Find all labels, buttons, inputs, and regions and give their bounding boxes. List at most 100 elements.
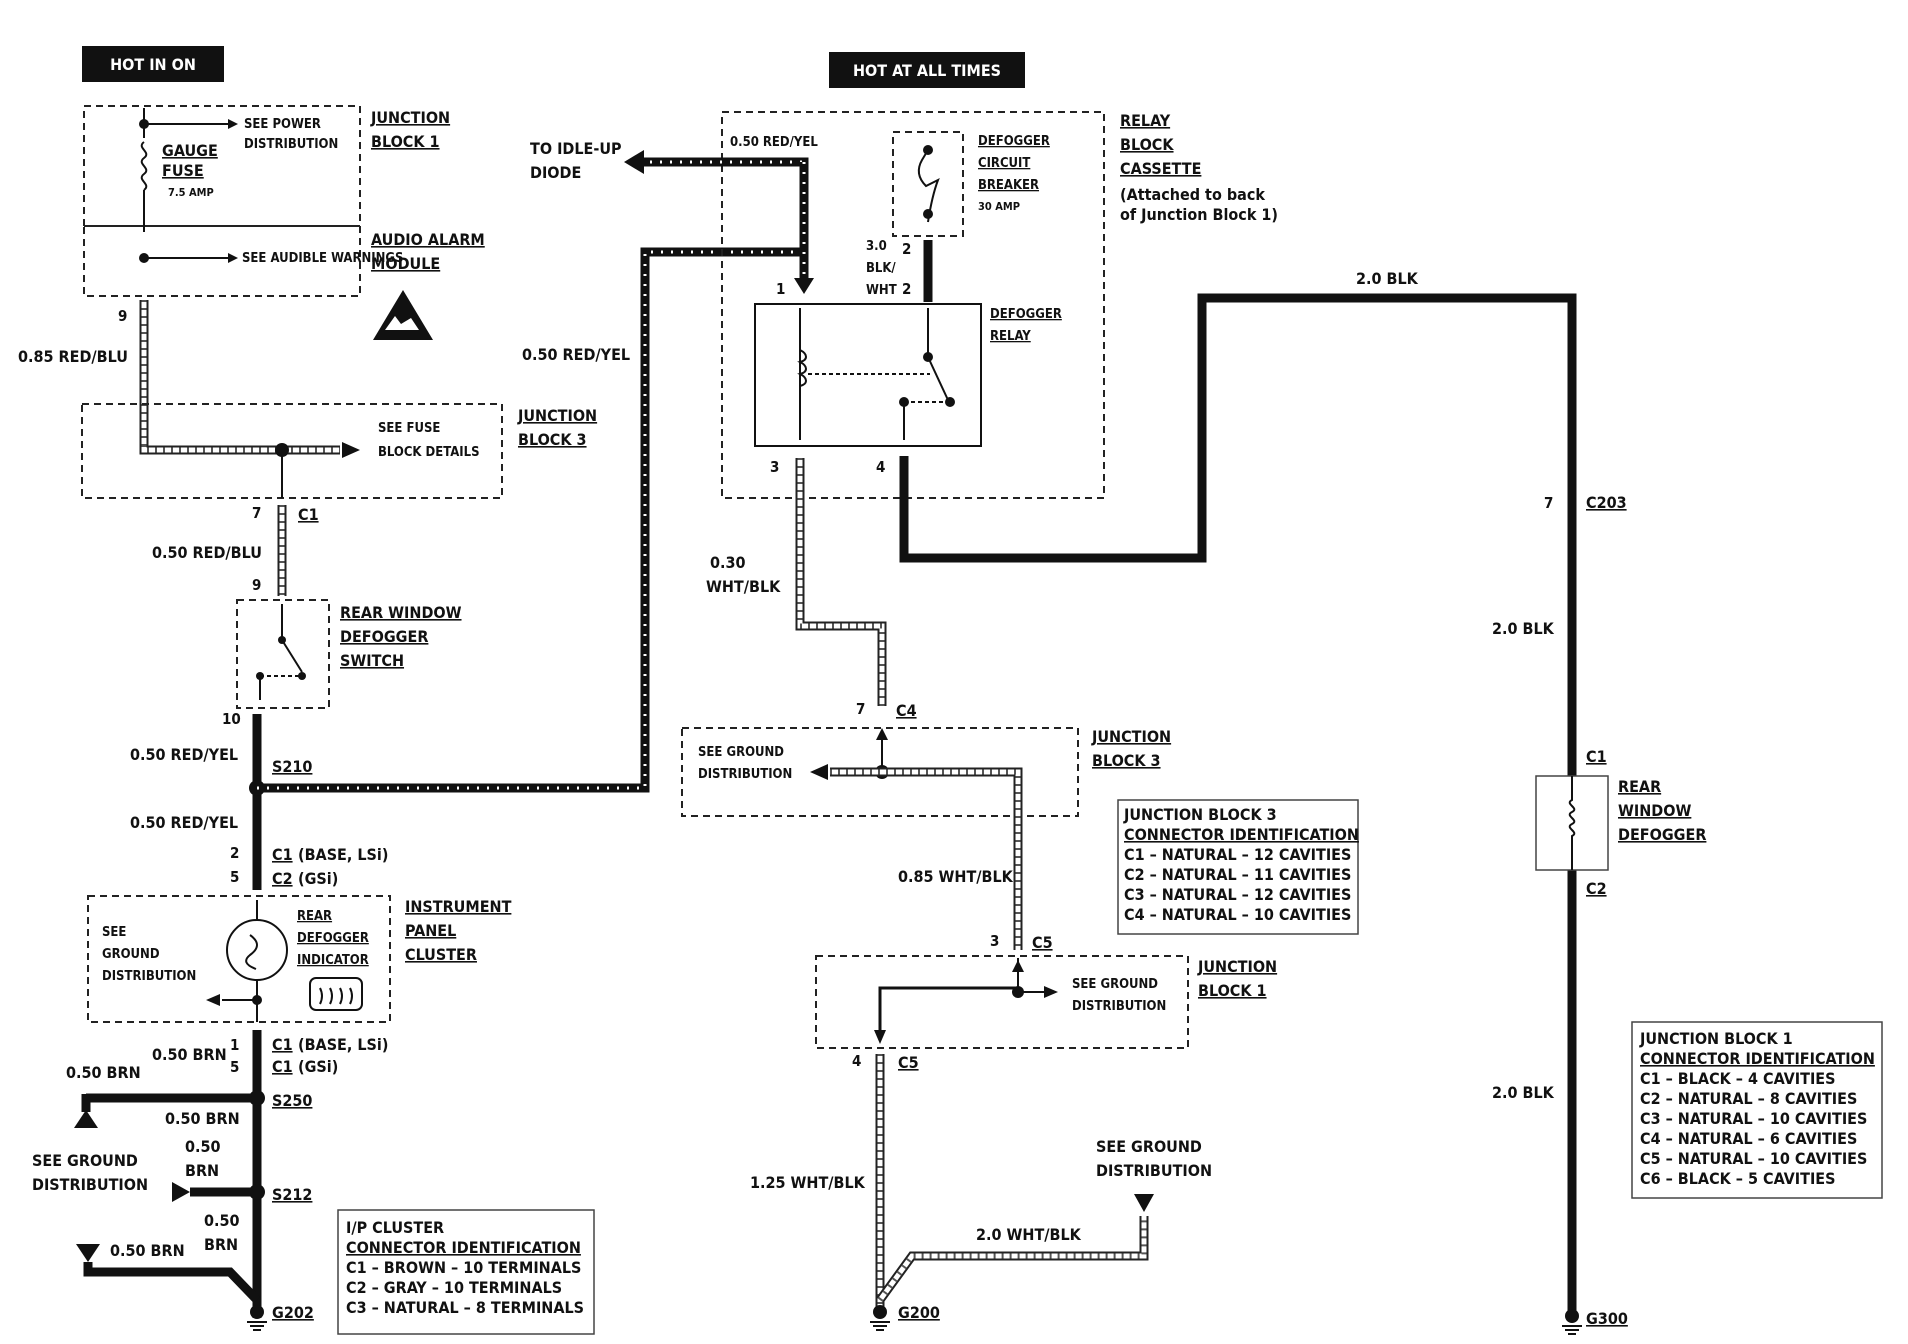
rear-window-defogger-element-icon	[1568, 776, 1576, 870]
relay-block-cassette-1: RELAY	[1120, 111, 1171, 130]
ground-arrow-g202-icon	[76, 1244, 100, 1262]
junction-block-1-top-label-1: JUNCTION	[370, 108, 450, 127]
wire-050-red-yel-run	[257, 247, 809, 793]
see-ground-bottom-2: DISTRIBUTION	[1096, 1161, 1212, 1180]
connector-c1-ipc-bottom: C1	[272, 1035, 293, 1054]
esd-sensitive-icon	[373, 290, 433, 340]
connector-c2-ipc: C2	[272, 869, 293, 888]
connector-c1-ipc-gsi: C1	[272, 1057, 293, 1076]
splice-label-s212: S212	[272, 1185, 312, 1204]
see-audible-warnings: SEE AUDIBLE WARNINGS	[242, 251, 403, 266]
connector-c5-top: C5	[1032, 933, 1053, 952]
pin-9-top: 9	[118, 307, 127, 325]
junction-block-3-mid-2: BLOCK 3	[1092, 751, 1161, 770]
defogger-switch-label-3: SWITCH	[340, 651, 404, 670]
jb3-id-row-1: C1 – NATURAL – 12 CAVITIES	[1124, 845, 1351, 864]
jb1-id-row-2: C2 – NATURAL – 8 CAVITIES	[1640, 1089, 1857, 1108]
wire-label-20-blk-low: 2.0 BLK	[1492, 1083, 1555, 1102]
ground-arrow-s212-icon	[172, 1182, 190, 1202]
pin-7-c203: 7	[1544, 494, 1553, 512]
wire-label-050-red-yel-a: 0.50 RED/YEL	[130, 745, 238, 764]
pin-2-c1: 2	[230, 844, 239, 862]
see-ground-jb3-2: DISTRIBUTION	[698, 767, 792, 782]
relay-coil-icon	[797, 349, 807, 387]
rear-window-defogger-switch-box	[236, 599, 330, 709]
jb3-id-row-2: C2 – NATURAL – 11 CAVITIES	[1124, 865, 1351, 884]
relay-block-note-1: (Attached to back	[1120, 185, 1265, 204]
wire-label-050-brn-a: 0.50 BRN	[152, 1045, 227, 1064]
see-power-distribution-1: SEE POWER	[244, 117, 321, 132]
ipc-label-2: PANEL	[405, 921, 456, 940]
junction-block-1-mid-1: JUNCTION	[1197, 957, 1277, 976]
connector-c1-ipc-top-note: (BASE, LSi)	[298, 845, 388, 864]
rear-window-defogger-3: DEFOGGER	[1618, 825, 1706, 844]
relay-block-note-2: of Junction Block 1)	[1120, 205, 1278, 224]
wire-20-blk-run	[899, 293, 1577, 1318]
breaker-rating: 30 AMP	[978, 200, 1020, 213]
junction-block-1-mid-2: BLOCK 1	[1198, 981, 1267, 1000]
connector-c2-ipc-note: (GSi)	[298, 869, 338, 888]
jb3-id-title-1: JUNCTION BLOCK 3	[1123, 805, 1277, 824]
pin-9-switch: 9	[252, 576, 261, 594]
jb1-id-title-1: JUNCTION BLOCK 1	[1639, 1029, 1793, 1048]
wire-label-050-brn-e-2: BRN	[204, 1235, 238, 1254]
jb1-id-row-3: C3 – NATURAL – 10 CAVITIES	[1640, 1109, 1867, 1128]
defogger-circuit-breaker-2: CIRCUIT	[978, 156, 1030, 171]
jb1-id-title-2: CONNECTOR IDENTIFICATION	[1640, 1049, 1875, 1068]
see-ground-ipc-1: SEE	[102, 925, 126, 940]
defogger-circuit-breaker-1: DEFOGGER	[978, 134, 1050, 149]
pin-5-c1-bottom: 5	[230, 1058, 239, 1076]
defogger-circuit-breaker-3: BREAKER	[978, 178, 1039, 193]
pin-1-c1-bottom: 1	[230, 1036, 239, 1054]
ip-cluster-id-table	[337, 1209, 595, 1335]
see-ground-bottom-1: SEE GROUND	[1096, 1137, 1202, 1156]
audio-alarm-module-box	[83, 225, 361, 297]
wire-label-030-wht-blk-1: 0.30	[710, 553, 746, 572]
wire-label-30-blk-wht-2: BLK/	[866, 261, 896, 276]
gauge-fuse-label-2: FUSE	[162, 161, 204, 180]
connector-c1-ipc-bottom-note: (BASE, LSi)	[298, 1035, 388, 1054]
rear-defogger-indicator-lamp-icon	[226, 919, 288, 981]
wire-label-050-brn-d-2: BRN	[185, 1161, 219, 1180]
wire-label-20-blk-top: 2.0 BLK	[1356, 269, 1419, 288]
jb3-id-table	[1117, 799, 1359, 935]
defogger-circuit-breaker-box	[892, 131, 964, 237]
to-idle-up-arrow-icon	[624, 150, 644, 174]
jb1-id-row-5: C5 – NATURAL – 10 CAVITIES	[1640, 1149, 1867, 1168]
gauge-fuse-icon	[140, 141, 148, 191]
ipc-label-1: INSTRUMENT	[405, 897, 512, 916]
see-ground-jb3-1: SEE GROUND	[698, 745, 784, 760]
wire-label-050-brn-c: 0.50 BRN	[165, 1109, 240, 1128]
junction-block-3-left-box	[81, 403, 503, 499]
jb1-id-row-1: C1 – BLACK – 4 CAVITIES	[1640, 1069, 1836, 1088]
rear-defogger-indicator-3: INDICATOR	[297, 953, 369, 968]
see-ground-left-1: SEE GROUND	[32, 1151, 138, 1170]
circuit-breaker-icon	[917, 149, 940, 223]
pin-1-relay: 1	[776, 280, 785, 298]
ip-cluster-id-row-1: C1 – BROWN – 10 TERMINALS	[346, 1258, 581, 1277]
connector-c203: C203	[1586, 493, 1627, 512]
junction-block-3-mid-box	[681, 727, 1079, 817]
pin-10: 10	[222, 710, 241, 728]
jb1-id-row-4: C4 – NATURAL – 6 CAVITIES	[1640, 1129, 1857, 1148]
jb3-id-title-2: CONNECTOR IDENTIFICATION	[1124, 825, 1359, 844]
see-ground-jb1-1: SEE GROUND	[1072, 977, 1158, 992]
header-hot-in-on	[82, 46, 224, 82]
rear-defogger-indicator-1: REAR	[297, 909, 332, 924]
ground-arrow-s250-icon	[74, 1110, 98, 1128]
instrument-panel-cluster-box	[87, 895, 391, 1023]
ground-label-g200: G200	[898, 1303, 940, 1322]
gauge-fuse-label-1: GAUGE	[162, 141, 218, 160]
wire-label-20-wht-blk: 2.0 WHT/BLK	[976, 1225, 1082, 1244]
junction-block-1-top-label-2: BLOCK 1	[371, 132, 440, 151]
defogger-relay-1: DEFOGGER	[990, 307, 1062, 322]
ip-cluster-id-title-1: I/P CLUSTER	[346, 1218, 444, 1237]
connector-c5-bottom: C5	[898, 1053, 919, 1072]
pin-2-relay: 2	[902, 280, 911, 298]
see-ground-ipc-2: GROUND	[102, 947, 160, 962]
defogger-switch-label-2: DEFOGGER	[340, 627, 428, 646]
ground-g202-icon	[247, 1321, 267, 1331]
junction-block-3-left-label-2: BLOCK 3	[518, 430, 587, 449]
connector-c2-defogger: C2	[1586, 879, 1607, 898]
defogger-switch-label-1: REAR WINDOW	[340, 603, 462, 622]
